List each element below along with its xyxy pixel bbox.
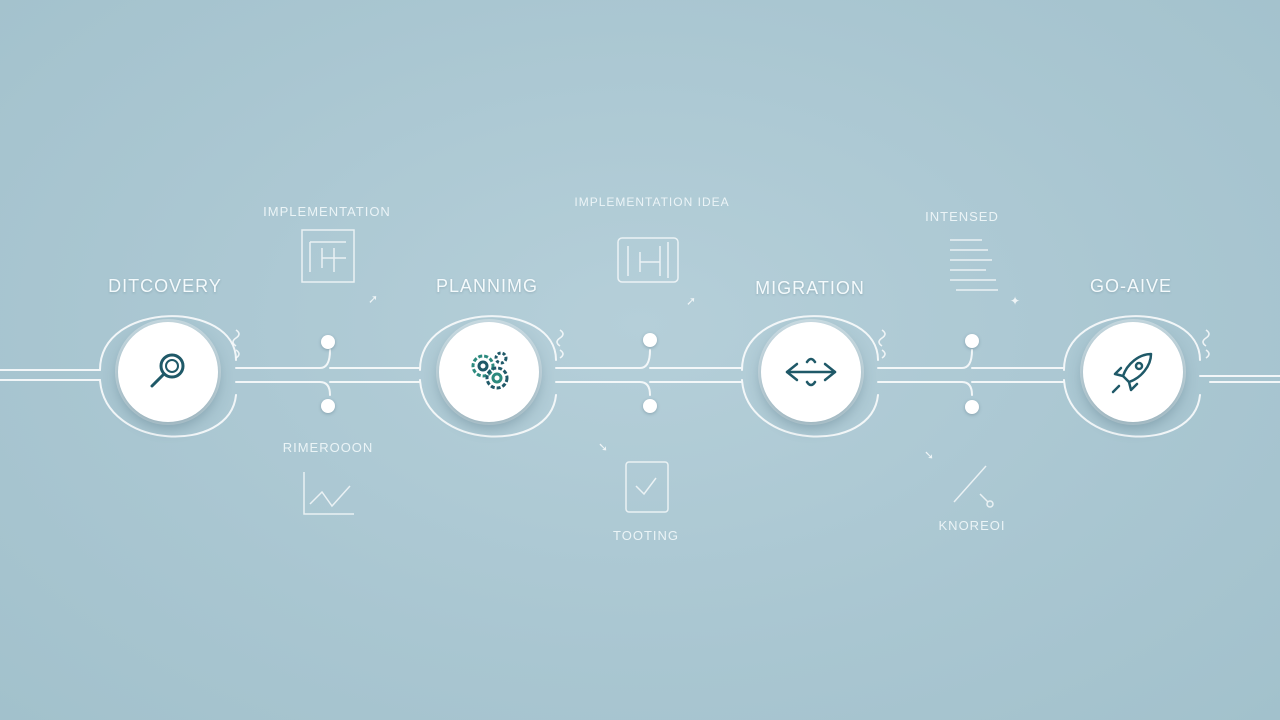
- sparkle-icon: ➚: [368, 292, 379, 306]
- connector-dot: [321, 399, 335, 413]
- stage-label-discovery: DITCOVERY: [108, 276, 222, 296]
- connector-dot: [643, 333, 657, 347]
- gears-icon: [471, 351, 509, 390]
- stage-label-planning: PLANNIMG: [435, 276, 539, 296]
- sparkle-icon: ➘: [924, 448, 935, 462]
- arrows-icon: [785, 357, 837, 387]
- sparkle-icon: ➘: [598, 440, 609, 454]
- sparkle-icon: ➚: [686, 294, 697, 308]
- stage-label-migration: MIGRATION: [755, 278, 865, 298]
- magnifier-icon: [150, 353, 185, 388]
- annotation-top-3: INTENSED: [925, 209, 999, 224]
- stage-node-go-live: [1083, 322, 1183, 422]
- rocket-icon: [1111, 352, 1153, 394]
- stage-node-planning: [439, 322, 539, 422]
- document-list-icon: [950, 239, 998, 291]
- checkbox-icon: [625, 461, 669, 513]
- annotation-top-1: IMPLEMENTATION: [263, 204, 391, 219]
- stage-label-go-live: GO-AIVE: [1089, 276, 1173, 296]
- trend-chart-icon: [303, 472, 354, 515]
- connector-dot: [321, 335, 335, 349]
- wrench-icon: [953, 465, 994, 508]
- connector-dot: [965, 334, 979, 348]
- connector-dot: [965, 400, 979, 414]
- annotation-bottom-2: TOOTING: [613, 528, 679, 543]
- annotation-bottom-1: RIMEROOON: [282, 440, 374, 455]
- floorplan-icon: [617, 237, 679, 283]
- annotation-top-2: IMPLEMENTATION IDEA: [574, 195, 730, 209]
- connector-dot: [643, 399, 657, 413]
- stage-node-discovery: [118, 322, 218, 422]
- stage-node-migration: [761, 322, 861, 422]
- blueprint-icon: [301, 229, 355, 283]
- sparkle-icon: ✦: [1010, 294, 1021, 308]
- annotation-bottom-3: KNOREOI: [938, 518, 1006, 533]
